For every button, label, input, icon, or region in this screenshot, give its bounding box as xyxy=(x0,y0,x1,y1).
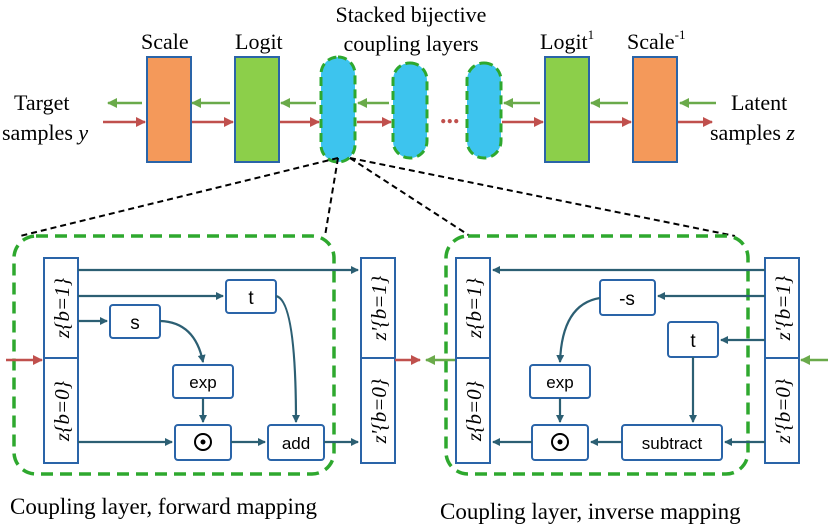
inverse-input-top-label: z'{b=1} xyxy=(771,275,795,341)
forward-multiply-dot xyxy=(200,439,206,445)
forward-multiply-icon xyxy=(194,433,212,451)
latent-label-line2: samples z xyxy=(710,120,795,145)
inverse-caption: Coupling layer, inverse mapping xyxy=(440,499,741,524)
scale-block xyxy=(146,56,192,163)
coupling-layer-3 xyxy=(465,61,503,160)
logit-inverse-block xyxy=(544,56,590,163)
inverse-neg-s-label: -s xyxy=(619,289,635,310)
latent-label-line1: Latent xyxy=(731,90,787,115)
zoom-lines xyxy=(19,157,736,237)
inverse-neg-s-box xyxy=(599,279,656,316)
coupling-layer-1 xyxy=(319,55,357,164)
forward-layer-frame xyxy=(12,234,336,476)
forward-output-top-label: z'{b=1} xyxy=(367,275,391,341)
scale-inverse-label: Scale-1 xyxy=(627,27,686,54)
forward-output-bottom-label: z'{b=0} xyxy=(367,378,391,444)
forward-caption: Coupling layer, forward mapping xyxy=(10,494,317,519)
forward-exp-label: exp xyxy=(189,373,216,392)
inverse-layer-frame xyxy=(444,234,750,476)
target-label-line2: samples y xyxy=(2,120,88,145)
scale-label: Scale xyxy=(141,29,189,54)
stacked-label-line2: coupling layers xyxy=(343,31,478,56)
target-label-line1: Target xyxy=(14,90,69,115)
forward-output-bottom-cell xyxy=(360,357,396,464)
inverse-output-bottom-label: z{b=0} xyxy=(462,380,486,442)
inverse-t-label: t xyxy=(690,331,696,352)
inverse-output-top-label: z{b=1} xyxy=(462,277,486,339)
inverse-multiply-dot xyxy=(557,439,563,445)
inverse-input-bottom-label: z'{b=0} xyxy=(771,378,795,444)
inverse-exp-label: exp xyxy=(546,373,573,392)
ellipsis-dots: ... xyxy=(440,100,460,129)
forward-input-bottom-cell xyxy=(43,357,79,464)
logit-label: Logit xyxy=(235,29,283,54)
inverse-subtract-label: subtract xyxy=(642,434,703,453)
stacked-label-line1: Stacked bijective xyxy=(336,2,487,27)
forward-add-label: add xyxy=(282,434,310,453)
logit-inverse-label: Logit1 xyxy=(540,27,594,54)
forward-input-top-label: z{b=1} xyxy=(50,277,74,339)
inverse-input-top-cell xyxy=(764,257,800,359)
inverse-connections xyxy=(492,266,765,446)
coupling-layer-2 xyxy=(391,61,429,160)
forward-t-label: t xyxy=(248,288,254,309)
logit-block xyxy=(234,56,280,163)
forward-connections xyxy=(78,266,359,446)
forward-input-top-cell xyxy=(43,257,79,359)
scale-inverse-block xyxy=(632,56,678,163)
forward-s-label: s xyxy=(130,313,140,334)
inverse-output-bottom-cell xyxy=(455,357,491,464)
inverse-multiply-icon xyxy=(551,433,569,451)
forward-input-bottom-label: z{b=0} xyxy=(50,380,74,442)
forward-output-top-cell xyxy=(360,257,396,359)
inverse-input-bottom-cell xyxy=(764,357,800,464)
